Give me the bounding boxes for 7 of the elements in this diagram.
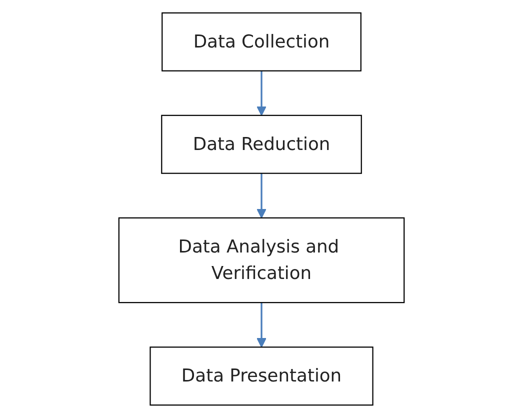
node-box: Data Reduction (162, 114, 362, 174)
node-box: Data Presentation (150, 346, 374, 406)
arrow (257, 70, 267, 116)
node-box: Data Collection (162, 12, 362, 72)
arrow (257, 302, 267, 348)
node-box: Data Analysis and Verification (118, 217, 406, 304)
arrow (257, 173, 267, 218)
